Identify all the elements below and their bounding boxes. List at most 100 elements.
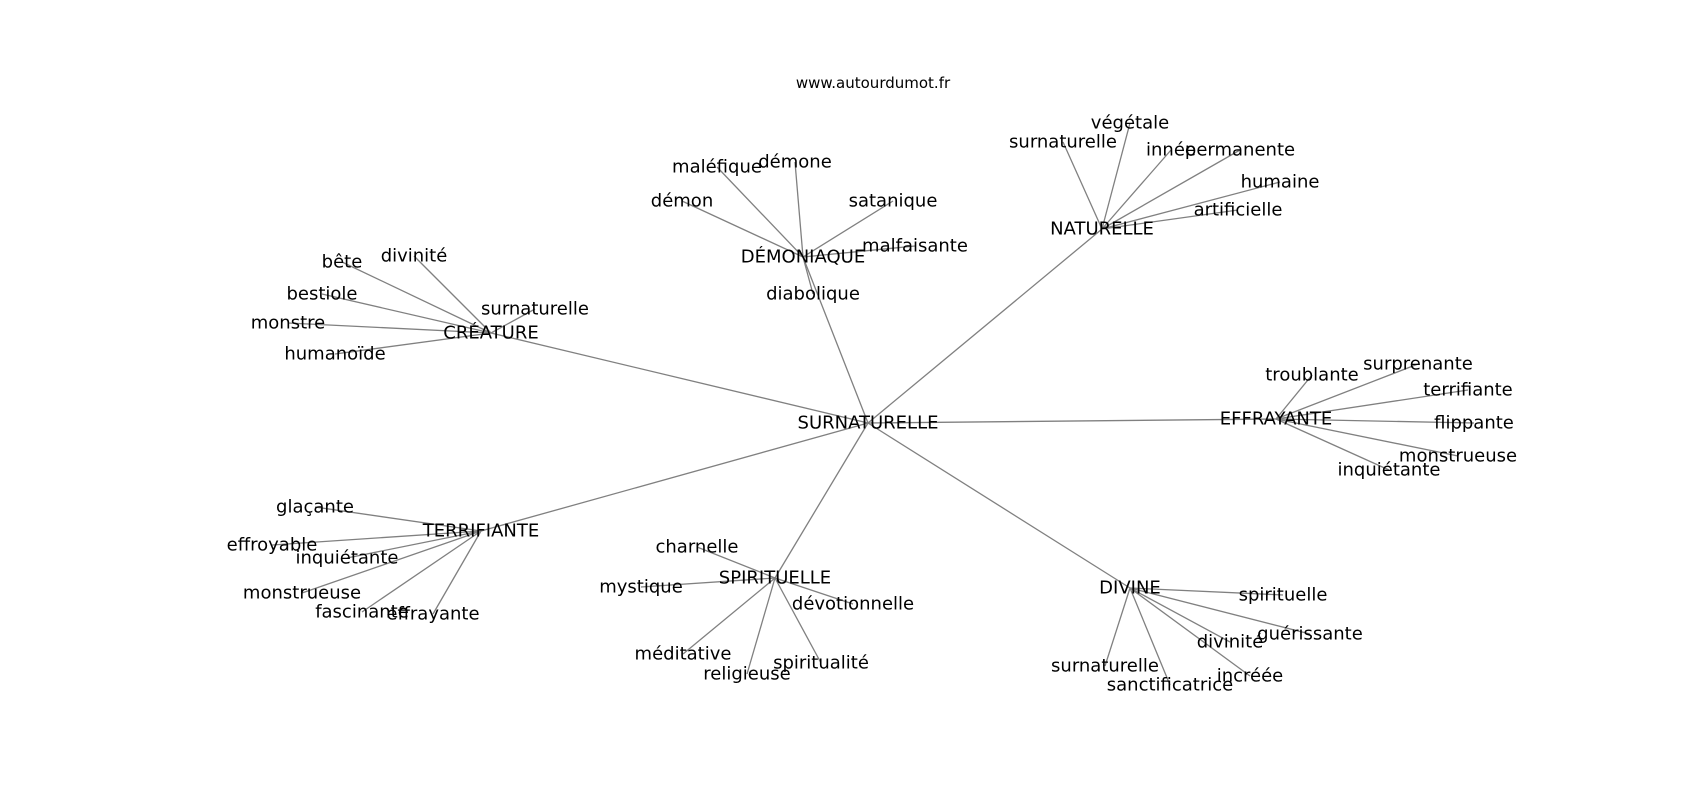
edge-creature-humanoide bbox=[334, 332, 492, 355]
edge-divine-spirituelle bbox=[1129, 587, 1284, 596]
edge-center-divine bbox=[867, 422, 1131, 589]
node-leaf-effrayante-inquietante[interactable]: inquiétante bbox=[1338, 460, 1441, 481]
node-leaf-naturelle-permanente[interactable]: permanente bbox=[1185, 140, 1295, 161]
edge-demoniaque-satanique bbox=[802, 200, 894, 258]
node-leaf-divine-spirituelle[interactable]: spirituelle bbox=[1239, 585, 1328, 606]
edge-spirituelle-meditative bbox=[682, 577, 776, 655]
node-leaf-spirituelle-meditative[interactable]: méditative bbox=[635, 644, 732, 665]
node-leaf-creature-humanoide[interactable]: humanoïde bbox=[284, 344, 385, 365]
edges bbox=[271, 122, 1475, 686]
node-leaf-spirituelle-devotionnelle[interactable]: dévotionnelle bbox=[792, 594, 914, 615]
node-leaf-spirituelle-mystique[interactable]: mystique bbox=[599, 577, 683, 598]
edge-creature-surnaturelle bbox=[490, 308, 536, 334]
node-leaf-naturelle-innee[interactable]: innée bbox=[1146, 140, 1196, 161]
edge-terrifiante-effroyable bbox=[271, 530, 482, 546]
node-leaf-naturelle-artificielle[interactable]: artificielle bbox=[1194, 200, 1283, 221]
node-leaf-demoniaque-malfaisante[interactable]: malfaisante bbox=[862, 236, 968, 257]
edge-spirituelle-devotionnelle bbox=[774, 577, 854, 605]
edge-creature-divinite bbox=[413, 255, 492, 334]
node-leaf-spirituelle-religieuse[interactable]: religieuse bbox=[703, 664, 790, 685]
edge-effrayante-terrifiante bbox=[1275, 389, 1469, 420]
node-center-surnaturelle[interactable]: SURNATURELLE bbox=[798, 413, 939, 434]
node-leaf-terrifiante-effroyable[interactable]: effroyable bbox=[227, 535, 318, 556]
edge-naturelle-vegetale bbox=[1101, 122, 1131, 230]
edge-effrayante-surprenante bbox=[1275, 363, 1419, 420]
edge-divine-guerissante bbox=[1129, 587, 1311, 635]
node-leaf-terrifiante-effrayante[interactable]: effrayante bbox=[386, 604, 479, 625]
node-leaf-divine-sanctificatrice[interactable]: sanctificatrice bbox=[1107, 675, 1233, 696]
node-leaf-terrifiante-inquietante[interactable]: inquiétante bbox=[296, 548, 399, 569]
edge-center-effrayante bbox=[867, 418, 1277, 424]
node-leaf-terrifiante-glacante[interactable]: glaçante bbox=[276, 497, 354, 518]
edge-terrifiante-monstrueuse bbox=[301, 530, 482, 594]
node-leaf-divine-divinite[interactable]: divinité bbox=[1197, 632, 1264, 653]
edge-terrifiante-fascinante bbox=[361, 530, 482, 613]
node-leaf-demoniaque-malefique[interactable]: maléfique bbox=[672, 157, 762, 178]
edge-effrayante-inquietante bbox=[1275, 418, 1390, 471]
edge-demoniaque-malfaisante bbox=[802, 245, 916, 258]
node-hub-terrifiante[interactable]: TERRIFIANTE bbox=[422, 521, 540, 542]
node-leaf-terrifiante-fascinante[interactable]: fascinante bbox=[315, 602, 409, 623]
edge-naturelle-surnaturelle bbox=[1062, 141, 1103, 230]
node-leaf-divine-surnaturelle[interactable]: surnaturelle bbox=[1051, 656, 1159, 677]
edge-center-naturelle bbox=[867, 228, 1103, 424]
edge-naturelle-innee bbox=[1101, 149, 1172, 230]
edge-spirituelle-spiritualite bbox=[774, 577, 822, 664]
edge-demoniaque-malefique bbox=[716, 166, 804, 258]
edge-spirituelle-religieuse bbox=[746, 577, 776, 675]
edge-divine-divinite bbox=[1129, 587, 1231, 643]
edge-terrifiante-inquietante bbox=[346, 530, 482, 559]
node-leaf-demoniaque-demon[interactable]: démon bbox=[651, 191, 713, 212]
edge-center-terrifiante bbox=[480, 422, 869, 532]
edge-divine-increee bbox=[1129, 587, 1251, 677]
edge-demoniaque-demone bbox=[794, 161, 804, 258]
edge-center-demoniaque bbox=[802, 256, 869, 424]
site-url: www.autourdumot.fr bbox=[796, 74, 951, 92]
edge-divine-surnaturelle bbox=[1104, 587, 1131, 667]
node-hub-naturelle[interactable]: NATURELLE bbox=[1050, 219, 1154, 240]
edge-effrayante-monstrueuse bbox=[1275, 418, 1459, 457]
edge-terrifiante-glacante bbox=[314, 506, 482, 532]
node-leaf-effrayante-troublante[interactable]: troublante bbox=[1265, 365, 1358, 386]
node-leaf-creature-bete[interactable]: bête bbox=[322, 252, 363, 273]
edge-demoniaque-diabolique bbox=[802, 256, 814, 295]
node-leaf-creature-divinite[interactable]: divinité bbox=[381, 246, 448, 267]
node-hub-creature[interactable]: CRÉATURE bbox=[443, 322, 538, 344]
node-leaf-demoniaque-diabolique[interactable]: diabolique bbox=[766, 284, 860, 305]
edge-spirituelle-charnelle bbox=[696, 546, 776, 579]
node-leaf-effrayante-surprenante[interactable]: surprenante bbox=[1363, 354, 1473, 375]
edge-divine-sanctificatrice bbox=[1129, 587, 1171, 686]
node-leaf-naturelle-surnaturelle[interactable]: surnaturelle bbox=[1009, 132, 1117, 153]
node-leaf-naturelle-humaine[interactable]: humaine bbox=[1241, 172, 1320, 193]
edge-creature-monstre bbox=[287, 322, 492, 334]
edge-effrayante-troublante bbox=[1275, 374, 1313, 420]
node-leaf-terrifiante-monstrueuse[interactable]: monstrueuse bbox=[243, 583, 361, 604]
edge-effrayante-flippante bbox=[1275, 418, 1475, 424]
node-hub-demoniaque[interactable]: DÉMONIAQUE bbox=[741, 246, 865, 268]
edge-naturelle-permanente bbox=[1101, 149, 1241, 230]
edge-naturelle-humaine bbox=[1101, 181, 1281, 230]
edge-demoniaque-demon bbox=[681, 200, 804, 258]
node-leaf-creature-surnaturelle[interactable]: surnaturelle bbox=[481, 299, 589, 320]
node-hub-spirituelle[interactable]: SPIRITUELLE bbox=[719, 568, 831, 589]
node-leaf-spirituelle-charnelle[interactable]: charnelle bbox=[656, 537, 739, 558]
node-leaf-creature-monstre[interactable]: monstre bbox=[251, 313, 325, 334]
node-leaf-naturelle-vegetale[interactable]: végétale bbox=[1091, 113, 1169, 134]
edge-spirituelle-mystique bbox=[640, 577, 776, 588]
node-leaf-effrayante-monstrueuse[interactable]: monstrueuse bbox=[1399, 446, 1517, 467]
labels: SURNATURELLE CRÉATURE bête divinité bestiole… bbox=[227, 113, 1517, 696]
node-leaf-creature-bestiole[interactable]: bestiole bbox=[286, 284, 357, 305]
edge-creature-bete bbox=[341, 261, 492, 334]
edge-creature-bestiole bbox=[321, 293, 492, 334]
node-leaf-effrayante-terrifiante[interactable]: terrifiante bbox=[1423, 380, 1513, 401]
node-leaf-divine-guerissante[interactable]: guérissante bbox=[1257, 624, 1363, 645]
node-hub-divine[interactable]: DIVINE bbox=[1099, 578, 1161, 599]
node-leaf-spirituelle-spiritualite[interactable]: spiritualité bbox=[773, 653, 869, 674]
node-leaf-demoniaque-satanique[interactable]: satanique bbox=[849, 191, 938, 212]
node-leaf-effrayante-flippante[interactable]: flippante bbox=[1434, 413, 1514, 434]
node-leaf-divine-increee[interactable]: incréée bbox=[1217, 666, 1284, 687]
node-hub-effrayante[interactable]: EFFRAYANTE bbox=[1220, 409, 1333, 430]
node-leaf-demoniaque-demone[interactable]: démone bbox=[758, 152, 832, 173]
edge-naturelle-artificielle bbox=[1101, 209, 1239, 230]
